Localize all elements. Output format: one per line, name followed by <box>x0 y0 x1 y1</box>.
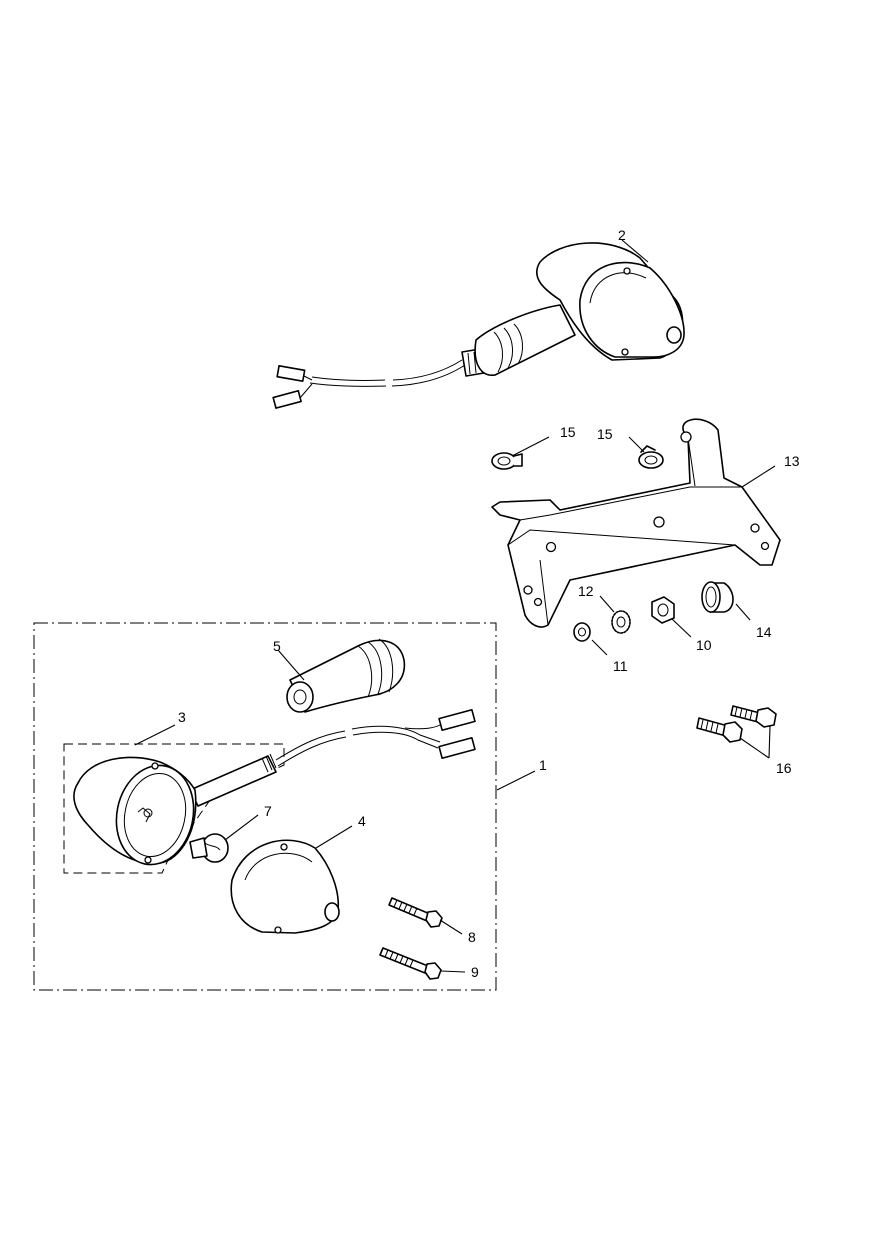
callout-12: 12 <box>578 583 594 599</box>
callout-4: 4 <box>358 813 366 829</box>
wire-clip-right <box>638 445 664 469</box>
grommet <box>286 638 406 713</box>
lens <box>230 839 340 934</box>
bolt-16b <box>696 717 743 743</box>
nut-10 <box>651 596 675 624</box>
lock-washer-12 <box>611 610 631 634</box>
callout-3: 3 <box>178 709 186 725</box>
callout-2: 2 <box>618 227 626 243</box>
wire-clip-left <box>491 452 523 470</box>
callout-15-left: 15 <box>560 424 576 440</box>
screw-8 <box>388 897 443 928</box>
callout-14: 14 <box>756 624 772 640</box>
indicator-assembly-top <box>272 242 685 409</box>
bolt-16a <box>730 705 777 728</box>
bulb <box>189 833 229 863</box>
callout-8: 8 <box>468 929 476 945</box>
callout-13: 13 <box>784 453 800 469</box>
screw-9 <box>379 947 442 980</box>
callout-10: 10 <box>696 637 712 653</box>
callout-1: 1 <box>539 757 547 773</box>
washer-11 <box>573 622 591 642</box>
callout-7: 7 <box>264 803 272 819</box>
callout-11: 11 <box>613 658 628 674</box>
kit-boundary <box>33 622 497 991</box>
subassembly-boundary <box>63 743 285 874</box>
mounting-bracket <box>491 418 781 628</box>
leader-lines <box>134 239 776 973</box>
callout-15-right: 15 <box>597 426 613 442</box>
callout-5: 5 <box>273 638 281 654</box>
callout-9: 9 <box>471 964 479 980</box>
callout-16: 16 <box>776 760 792 776</box>
spacer-14 <box>701 581 734 613</box>
callouts: 2 15 15 13 12 10 14 11 16 1 5 3 7 4 8 9 <box>178 227 800 980</box>
indicator-body <box>73 709 476 866</box>
